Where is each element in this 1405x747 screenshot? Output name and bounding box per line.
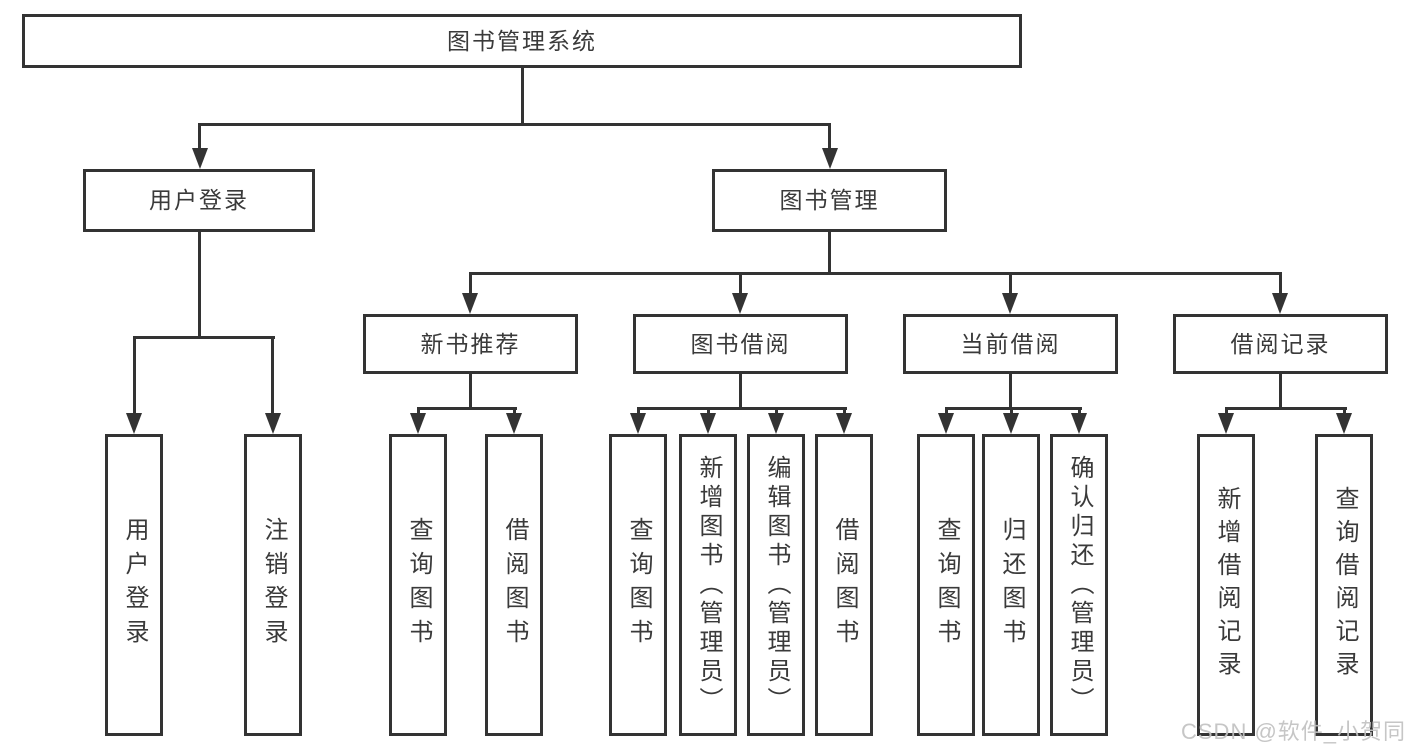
arrow-down-icon [1002, 293, 1018, 314]
leaf-label: 注销登录 [260, 517, 287, 653]
arrow-down-icon [265, 413, 281, 434]
arrow-down-icon [1003, 413, 1019, 434]
leaf-label: 确认归还（管理员） [1066, 454, 1093, 716]
leaf-label: 借阅图书 [831, 517, 858, 653]
connector-vline [828, 123, 831, 152]
leaf-label: 查询借阅记录 [1331, 486, 1358, 684]
connector-vline [198, 232, 201, 338]
node-new-book-recommend: 新书推荐 [363, 314, 578, 374]
node-label: 图书借阅 [690, 330, 791, 357]
connector-vline [1078, 407, 1081, 418]
arrow-down-icon [1218, 413, 1234, 434]
connector-hline [1225, 407, 1347, 410]
connector-vline [513, 407, 516, 418]
csdn-watermark: CSDN @软件_小贺同学 [1181, 719, 1405, 744]
leaf-edit-book-admin: 编辑图书（管理员） [747, 434, 805, 736]
leaf-add-book-admin: 新增图书（管理员） [679, 434, 737, 736]
leaf-query-books: 查询图书 [609, 434, 667, 736]
connector-vline [1010, 407, 1013, 418]
node-root-system: 图书管理系统 [22, 14, 1022, 68]
arrow-down-icon [1071, 413, 1087, 434]
leaf-label: 查询图书 [933, 517, 960, 653]
connector-hline [417, 407, 517, 410]
connector-hline [945, 407, 1082, 410]
arrow-down-icon [462, 293, 478, 314]
node-borrow-records: 借阅记录 [1173, 314, 1388, 374]
connector-vline [1009, 272, 1012, 297]
node-book-management: 图书管理 [712, 169, 947, 232]
connector-vline [945, 407, 948, 418]
connector-vline [521, 68, 524, 126]
arrow-down-icon [126, 413, 142, 434]
node-label: 当前借阅 [960, 330, 1061, 357]
connector-vline [469, 374, 472, 410]
connector-vline [707, 407, 710, 418]
connector-vline [133, 336, 136, 416]
node-current-borrow: 当前借阅 [903, 314, 1118, 374]
node-user-login: 用户登录 [83, 169, 315, 232]
node-label: 借阅记录 [1230, 330, 1331, 357]
connector-hline [469, 272, 1282, 275]
arrow-down-icon [410, 413, 426, 434]
connector-hline [133, 336, 275, 339]
arrow-down-icon [822, 148, 838, 169]
connector-vline [739, 374, 742, 410]
arrow-down-icon [1272, 293, 1288, 314]
connector-vline [775, 407, 778, 418]
leaf-label: 借阅图书 [501, 517, 528, 653]
connector-vline [637, 407, 640, 418]
arrow-down-icon [836, 413, 852, 434]
node-label: 用户登录 [149, 187, 249, 213]
leaf-label: 用户登录 [121, 517, 148, 653]
connector-vline [1009, 374, 1012, 410]
leaf-query-books: 查询图书 [917, 434, 975, 736]
connector-vline [469, 272, 472, 297]
connector-vline [271, 336, 274, 416]
leaf-label: 编辑图书（管理员） [763, 454, 790, 716]
leaf-return-books: 归还图书 [982, 434, 1040, 736]
leaf-user-login: 用户登录 [105, 434, 163, 736]
arrow-down-icon [1336, 413, 1352, 434]
node-book-borrow: 图书借阅 [633, 314, 848, 374]
connector-vline [1343, 407, 1346, 418]
connector-vline [198, 123, 201, 152]
leaf-confirm-return-admin: 确认归还（管理员） [1050, 434, 1108, 736]
leaf-label: 新增借阅记录 [1213, 486, 1240, 684]
arrow-down-icon [192, 148, 208, 169]
connector-vline [1225, 407, 1228, 418]
arrow-down-icon [506, 413, 522, 434]
leaf-label: 查询图书 [625, 517, 652, 653]
leaf-query-borrow-record: 查询借阅记录 [1315, 434, 1373, 736]
arrow-down-icon [938, 413, 954, 434]
arrow-down-icon [630, 413, 646, 434]
connector-vline [1279, 272, 1282, 297]
leaf-add-borrow-record: 新增借阅记录 [1197, 434, 1255, 736]
leaf-label: 查询图书 [405, 517, 432, 653]
arrow-down-icon [700, 413, 716, 434]
leaf-borrow-books: 借阅图书 [485, 434, 543, 736]
arrow-down-icon [732, 293, 748, 314]
node-label: 图书管理 [779, 187, 880, 213]
leaf-borrow-books: 借阅图书 [815, 434, 873, 736]
leaf-logout: 注销登录 [244, 434, 302, 736]
node-label: 图书管理系统 [447, 27, 597, 54]
connector-vline [1279, 374, 1282, 410]
connector-hline [637, 407, 847, 410]
connector-vline [739, 272, 742, 297]
leaf-query-books: 查询图书 [389, 434, 447, 736]
leaf-label: 归还图书 [998, 517, 1025, 653]
connector-hline [198, 123, 831, 126]
node-label: 新书推荐 [420, 330, 521, 357]
connector-vline [417, 407, 420, 418]
arrow-down-icon [768, 413, 784, 434]
leaf-label: 新增图书（管理员） [695, 454, 722, 716]
connector-vline [843, 407, 846, 418]
connector-vline [828, 232, 831, 275]
